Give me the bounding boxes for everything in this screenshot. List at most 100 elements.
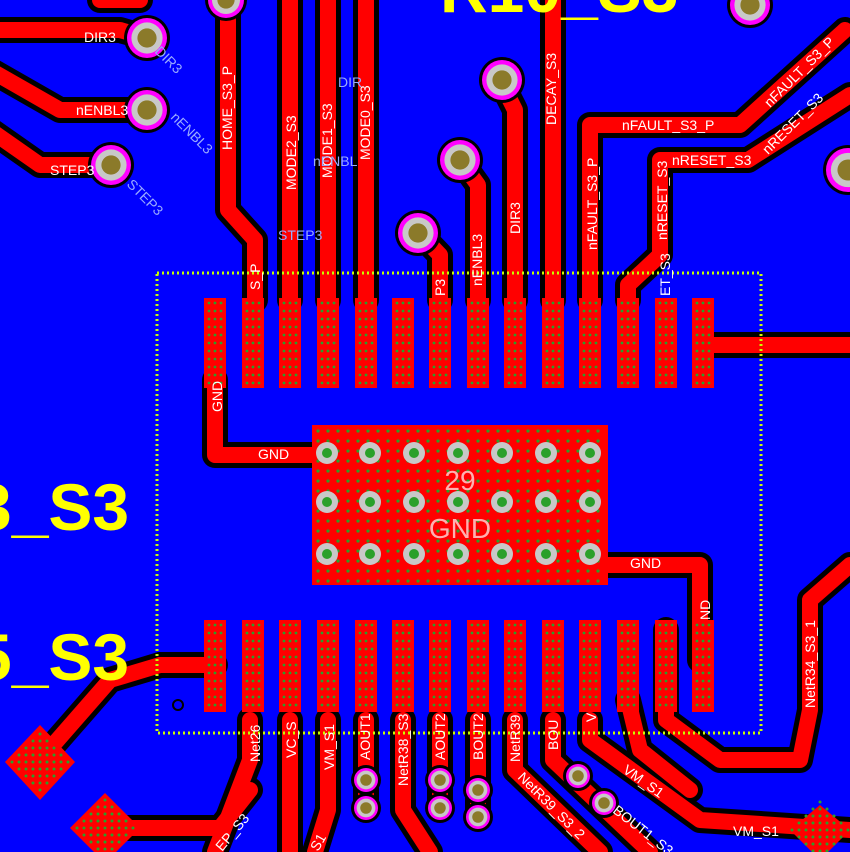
pad-bottom-dot [251, 671, 255, 675]
pad-top-dot [476, 365, 480, 369]
pad-bottom-dot [407, 679, 411, 683]
pad-top-dot [444, 309, 448, 313]
pad-bottom-dot [294, 639, 298, 643]
pad-bottom-dot [476, 687, 480, 691]
pad-bottom-dot [251, 695, 255, 699]
tpad-dot [456, 569, 460, 573]
pad-top-dot [294, 349, 298, 353]
pad-bottom-dot [245, 623, 249, 627]
pad-top-dot [594, 333, 598, 337]
tpad-dot [466, 459, 470, 463]
thermal-via-hole-1-6 [585, 497, 595, 507]
pad-bottom-dot [582, 671, 586, 675]
pad-top-dot [364, 341, 368, 345]
pad-bottom-dot [701, 671, 705, 675]
pad-top-dot [470, 381, 474, 385]
pad-bottom-dot [444, 639, 448, 643]
pad-top-dot [407, 357, 411, 361]
blue-label-nenbl: nENBL [313, 153, 358, 169]
tpad-dot [346, 479, 350, 483]
pad-bottom-dot [588, 623, 592, 627]
pad-top-dot [707, 381, 711, 385]
pad-bottom-dot [245, 639, 249, 643]
pad-bottom-dot [658, 679, 662, 683]
label-nenbl3-mid: nENBL3 [469, 234, 485, 286]
pad-top-dot [395, 373, 399, 377]
pad-bottom-dot [470, 639, 474, 643]
pad-top-dot [470, 317, 474, 321]
thermal-via-hole-0-2 [409, 448, 419, 458]
pad-top-dot [551, 381, 555, 385]
pad-bottom-dot [557, 655, 561, 659]
pad-top-dot [545, 333, 549, 337]
pad-top-dot [519, 381, 523, 385]
tpad-dot [526, 449, 530, 453]
tpad-dot [396, 469, 400, 473]
component-courtyard[interactable] [155, 271, 763, 735]
pad-top-dot [288, 309, 292, 313]
pad-top-dot [245, 349, 249, 353]
diamond-dot-0 [24, 746, 28, 750]
tpad-dot [356, 579, 360, 583]
pad-bottom-dot [219, 703, 223, 707]
pad-top-dot [432, 309, 436, 313]
pad-bottom-dot [207, 679, 211, 683]
tpad-dot [576, 489, 580, 493]
pad-bottom-dot [326, 663, 330, 667]
diamond-dot-2 [832, 814, 836, 818]
pad-top-dot [664, 301, 668, 305]
pad-bottom-dot [670, 687, 674, 691]
pad-top-dot [632, 373, 636, 377]
tpad-dot [526, 509, 530, 513]
pad-top-dot [294, 365, 298, 369]
diamond-dot-2 [818, 821, 822, 825]
pad-bottom-dot [358, 623, 362, 627]
pad-bottom-dot [664, 655, 668, 659]
pad-top-dot [545, 325, 549, 329]
tpad-dot [556, 469, 560, 473]
pad-bottom-dot [632, 679, 636, 683]
tpad-dot [566, 529, 570, 533]
pad-bottom-dot [438, 623, 442, 627]
pad-top-dot [288, 325, 292, 329]
pad-bottom-dot [551, 679, 555, 683]
pad-top-dot [470, 373, 474, 377]
pad-bottom-dot [320, 655, 324, 659]
pad-top-dot [320, 365, 324, 369]
tpad-dot [566, 429, 570, 433]
thermal-via-hole-2-5 [541, 549, 551, 559]
pad-bottom-dot [545, 695, 549, 699]
tpad-dot [436, 439, 440, 443]
tpad-dot [396, 429, 400, 433]
pad-bottom-dot [701, 679, 705, 683]
pad-top-dot [470, 333, 474, 337]
pad-top-dot [588, 341, 592, 345]
pad-top-dot [320, 301, 324, 305]
tpad-dot [566, 499, 570, 503]
pad-bottom-dot [545, 647, 549, 651]
pad-bottom-dot [545, 663, 549, 667]
pad-bottom-dot [664, 703, 668, 707]
pad-top-dot [664, 373, 668, 377]
diamond-dot-2 [804, 828, 808, 832]
tpad-dot [356, 429, 360, 433]
pad-top-dot [294, 309, 298, 313]
pad-top-dot [626, 325, 630, 329]
diamond-dot-0 [38, 760, 42, 764]
pad-top-dot [551, 333, 555, 337]
pad-bottom-dot [507, 655, 511, 659]
tpad-dot [586, 479, 590, 483]
pad-bottom-dot [626, 631, 630, 635]
pad-bottom-dot [432, 639, 436, 643]
tpad-dot [536, 439, 540, 443]
tpad-dot [396, 569, 400, 573]
pad-top-dot [482, 341, 486, 345]
pad-top-dot [251, 325, 255, 329]
pad-top-dot [438, 349, 442, 353]
trace-path-2 [0, 127, 118, 173]
tpad-dot [326, 439, 330, 443]
diamond-dot-1 [96, 840, 100, 844]
pad-top-dot [282, 357, 286, 361]
pad-top-dot [326, 333, 330, 337]
